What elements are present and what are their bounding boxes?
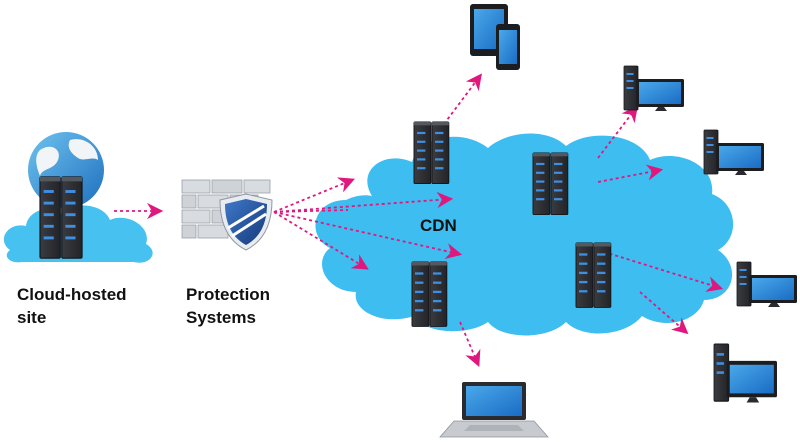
monitor-icon-3 bbox=[736, 261, 798, 308]
traffic-arrows bbox=[114, 73, 724, 367]
arrow-server-to-monitor-4 bbox=[639, 291, 689, 335]
protection-label: Protection Systems bbox=[186, 283, 270, 329]
arrow-edge-to-phone bbox=[443, 73, 482, 125]
cdn-cloud bbox=[315, 133, 734, 336]
arrow-protection-to-edge-bottom-right bbox=[273, 211, 463, 260]
arrow-protection-to-edge-top bbox=[273, 177, 355, 213]
shield-icon bbox=[219, 193, 273, 251]
arrow-edge-to-laptop bbox=[459, 321, 481, 367]
monitor-icon-2 bbox=[703, 129, 765, 176]
origin-label: Cloud-hosted site bbox=[17, 283, 127, 329]
origin-label-line2: site bbox=[17, 308, 47, 327]
laptop-icon bbox=[439, 382, 549, 438]
origin-label-line1: Cloud-hosted bbox=[17, 285, 127, 304]
protection-label-line1: Protection bbox=[186, 285, 271, 304]
monitor-icon-4 bbox=[713, 343, 778, 404]
arrow-server-to-monitor-1 bbox=[597, 105, 638, 159]
cdn-label: CDN bbox=[420, 216, 457, 235]
arrow-protection-to-cloud-right bbox=[273, 209, 349, 213]
mobile-devices-icon bbox=[470, 4, 520, 70]
monitor-icon-1 bbox=[623, 65, 685, 112]
protection-label-line2: Systems bbox=[186, 308, 256, 327]
arrow-server-to-monitor-2 bbox=[597, 164, 664, 183]
